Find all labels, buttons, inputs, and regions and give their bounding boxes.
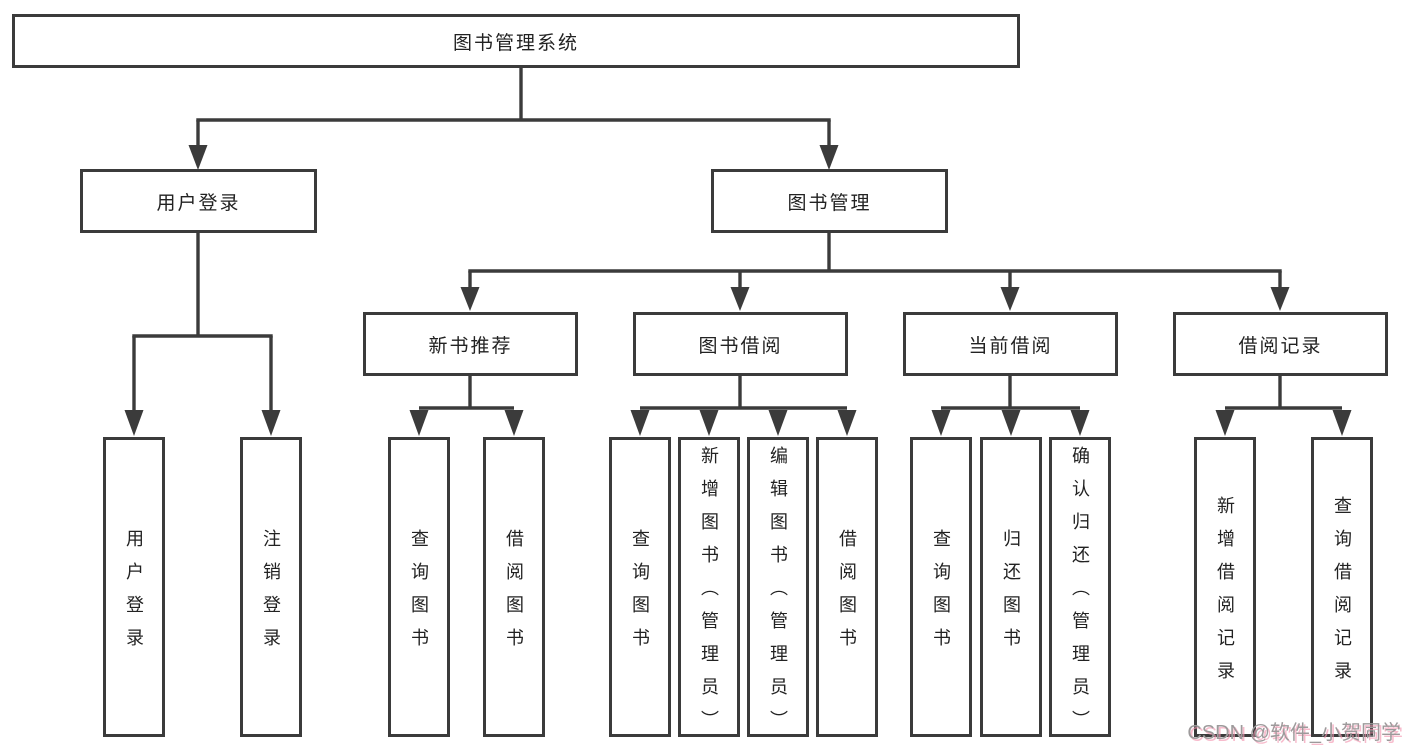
- leaf-add-borrow-record: 新增借阅记录: [1194, 437, 1256, 737]
- leaf-query-books-3: 查询图书: [910, 437, 972, 737]
- leaf-borrow-books-1: 借阅图书: [483, 437, 545, 737]
- node-borrowing-records: 借阅记录: [1173, 312, 1388, 376]
- csdn-watermark: CSDN @软件_小贺同学: [1187, 722, 1401, 744]
- leaf-edit-books-admin: 编辑图书（管理员）: [747, 437, 809, 743]
- leaf-logout: 注销登录: [240, 437, 302, 737]
- node-user-login: 用户登录: [80, 169, 317, 233]
- leaf-return-books: 归还图书: [980, 437, 1042, 737]
- node-book-management: 图书管理: [711, 169, 948, 233]
- leaf-borrow-books-2: 借阅图书: [816, 437, 878, 737]
- node-library-management-system: 图书管理系统: [12, 14, 1020, 68]
- leaf-add-books-admin: 新增图书（管理员）: [678, 437, 740, 743]
- leaf-confirm-return-admin: 确认归还（管理员）: [1049, 437, 1111, 743]
- node-new-book-recommendation: 新书推荐: [363, 312, 578, 376]
- arrow-down-icons: [124, 145, 1352, 436]
- connector-lines: [132, 66, 1342, 412]
- leaf-query-books-2: 查询图书: [609, 437, 671, 737]
- leaf-query-borrow-record: 查询借阅记录: [1311, 437, 1373, 737]
- node-book-borrowing: 图书借阅: [633, 312, 848, 376]
- node-current-borrowing: 当前借阅: [903, 312, 1118, 376]
- leaf-query-books-1: 查询图书: [388, 437, 450, 737]
- leaf-user-login: 用户登录: [103, 437, 165, 737]
